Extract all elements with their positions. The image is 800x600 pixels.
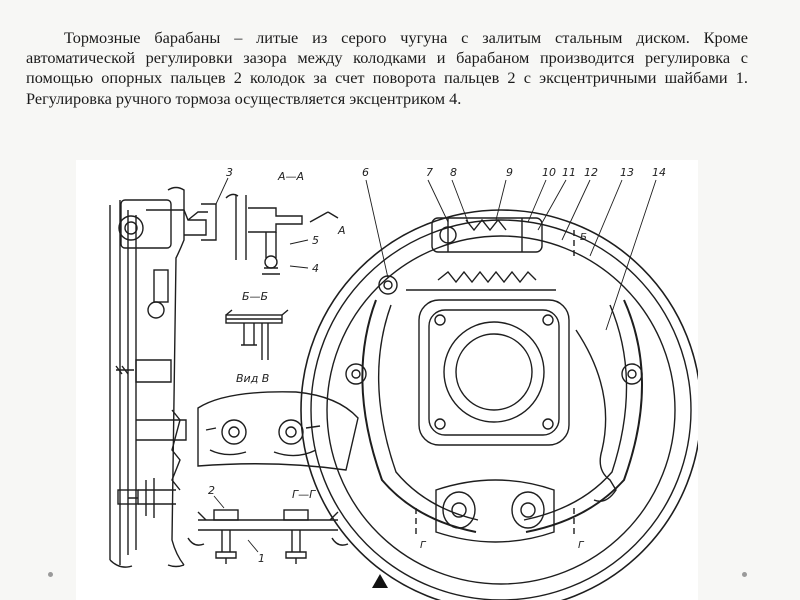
callout-12: 12 — [584, 166, 598, 179]
callout-6: 6 — [362, 166, 369, 179]
label-section-g-g: Г—Г — [292, 488, 316, 501]
section-a-a — [225, 193, 339, 275]
callout-7: 7 — [426, 166, 433, 179]
callout-9: 9 — [506, 166, 513, 179]
callout-leaders — [213, 177, 657, 553]
callout-1: 1 — [258, 552, 265, 565]
callout-4: 4 — [312, 262, 319, 275]
brake-drawing-svg: А—А Б—Б Вид В Г—Г 3 6 7 8 9 10 11 12 13 … — [109, 166, 698, 600]
letter-a: А — [337, 224, 346, 237]
label-section-b-b: Б—Б — [242, 290, 268, 303]
corner-dot-top-left — [48, 572, 53, 577]
slide-paragraph: Тормозные барабаны – литые из серого чуг… — [26, 28, 748, 108]
view-v — [197, 391, 359, 471]
letter-g-left: Г — [420, 540, 427, 551]
view-arrow-marker — [372, 574, 388, 588]
callout-14: 14 — [652, 166, 666, 179]
brake-drum-main — [300, 209, 698, 600]
label-view-v: Вид В — [236, 372, 269, 385]
side-section-view — [109, 186, 217, 568]
label-section-a-a: А—А — [277, 170, 304, 183]
section-b-b — [225, 309, 289, 360]
section-g-g — [187, 509, 349, 564]
callout-8: 8 — [450, 166, 457, 179]
corner-dot-top-right — [742, 572, 747, 577]
callout-5: 5 — [312, 234, 319, 247]
callout-13: 13 — [620, 166, 634, 179]
brake-drum-diagram: А—А Б—Б Вид В Г—Г 3 6 7 8 9 10 11 12 13 … — [76, 160, 698, 600]
callout-10: 10 — [542, 166, 556, 179]
letter-g-right: Г — [578, 540, 585, 551]
letter-b: Б — [580, 232, 587, 243]
callout-11: 11 — [562, 166, 576, 179]
callout-3: 3 — [226, 166, 233, 179]
callout-2: 2 — [208, 484, 215, 497]
